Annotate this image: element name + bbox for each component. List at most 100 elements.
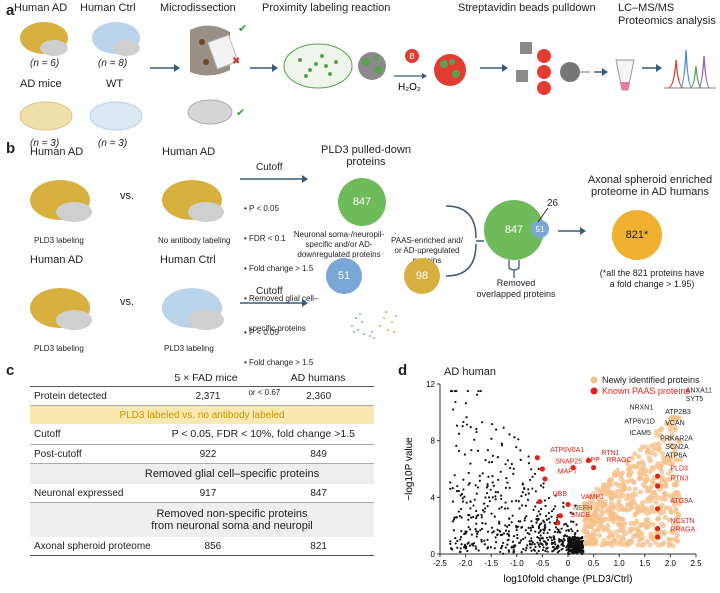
data-point xyxy=(578,546,581,549)
data-point xyxy=(474,545,477,548)
data-point xyxy=(493,515,496,518)
data-point xyxy=(644,538,651,544)
data-point xyxy=(530,468,533,471)
tube-icon xyxy=(615,59,635,91)
data-point xyxy=(469,528,472,531)
data-point xyxy=(499,550,502,554)
data-point xyxy=(454,537,457,540)
data-point xyxy=(520,550,523,554)
data-point xyxy=(483,510,486,513)
brain-ad-icon xyxy=(162,180,224,222)
data-point xyxy=(655,525,661,532)
data-point xyxy=(524,529,527,532)
data-point xyxy=(633,526,639,532)
data-point xyxy=(478,474,481,477)
x-tick-label: 1.0 xyxy=(614,559,626,568)
data-point xyxy=(676,501,682,507)
point-label: ATP6V0A1 xyxy=(550,447,584,454)
data-point xyxy=(533,543,536,546)
data-point xyxy=(530,520,533,523)
data-point xyxy=(452,518,456,521)
data-point xyxy=(608,495,615,501)
data-point xyxy=(459,535,463,539)
data-point xyxy=(663,505,669,511)
table-row: Protein detected 2,371 2,360 xyxy=(30,387,374,406)
data-point xyxy=(615,533,621,540)
data-point xyxy=(507,530,511,533)
data-point xyxy=(491,481,494,484)
data-point xyxy=(668,468,674,474)
point-label: RRAGC xyxy=(606,457,631,464)
data-point xyxy=(645,495,651,502)
data-point xyxy=(661,437,667,444)
data-point xyxy=(630,496,636,502)
data-point xyxy=(461,425,464,428)
data-point xyxy=(567,551,570,555)
step-lcms-1: LC–MS/MS xyxy=(618,2,675,14)
data-point xyxy=(519,541,522,544)
data-point xyxy=(475,427,478,431)
data-point xyxy=(457,510,460,513)
data-point xyxy=(620,521,626,528)
data-point xyxy=(556,531,559,534)
data-point xyxy=(557,513,563,519)
data-point xyxy=(491,454,495,457)
data-point xyxy=(646,455,652,461)
data-point xyxy=(500,444,504,447)
data-point xyxy=(639,522,645,528)
data-point xyxy=(660,523,667,529)
data-point xyxy=(560,527,563,530)
data-point xyxy=(485,486,488,489)
data-point xyxy=(523,516,527,520)
data-point xyxy=(529,543,532,546)
data-point xyxy=(613,529,620,535)
y-tick-label: 0 xyxy=(431,550,436,559)
data-point xyxy=(470,516,473,519)
data-point xyxy=(463,546,466,549)
data-point xyxy=(663,421,669,427)
data-point xyxy=(571,530,574,533)
data-point xyxy=(544,541,547,544)
data-point xyxy=(506,532,509,535)
data-point xyxy=(484,507,487,510)
brain-ad-icon xyxy=(30,180,92,222)
data-point xyxy=(626,466,633,472)
data-point xyxy=(486,483,489,486)
data-point xyxy=(483,543,486,546)
data-point xyxy=(656,441,662,447)
data-point xyxy=(494,490,497,494)
data-point xyxy=(459,547,462,550)
spectrum-icon xyxy=(664,49,716,89)
data-point xyxy=(478,479,481,482)
x-tick-label: 2.0 xyxy=(665,559,677,568)
data-point xyxy=(561,547,564,551)
data-point xyxy=(484,459,487,462)
data-point xyxy=(486,449,490,452)
point-label: MAPT xyxy=(558,468,578,475)
data-point xyxy=(626,486,632,492)
data-point xyxy=(507,550,510,553)
point-label: NEFH xyxy=(573,505,592,512)
data-point xyxy=(480,527,484,530)
data-point xyxy=(515,445,518,449)
data-point xyxy=(653,499,659,506)
data-point xyxy=(556,516,559,519)
data-point xyxy=(537,467,540,470)
data-point xyxy=(536,536,539,539)
data-point xyxy=(554,494,557,497)
brain-human-ctrl-icon xyxy=(92,22,140,56)
legend-label: Known PAAS proteins xyxy=(602,386,690,396)
data-point xyxy=(538,539,542,542)
data-point xyxy=(592,510,599,516)
data-point xyxy=(528,540,531,543)
data-point xyxy=(556,528,559,531)
data-point xyxy=(652,489,658,495)
table-row: Cutoff P < 0.05, FDR < 10%, fold change … xyxy=(30,424,374,445)
x-tick-label: -2.5 xyxy=(433,559,447,568)
data-point xyxy=(457,449,461,453)
data-point xyxy=(483,502,486,505)
data-point xyxy=(530,539,533,543)
data-point xyxy=(480,516,483,519)
data-point xyxy=(499,494,503,497)
data-point xyxy=(558,549,561,553)
